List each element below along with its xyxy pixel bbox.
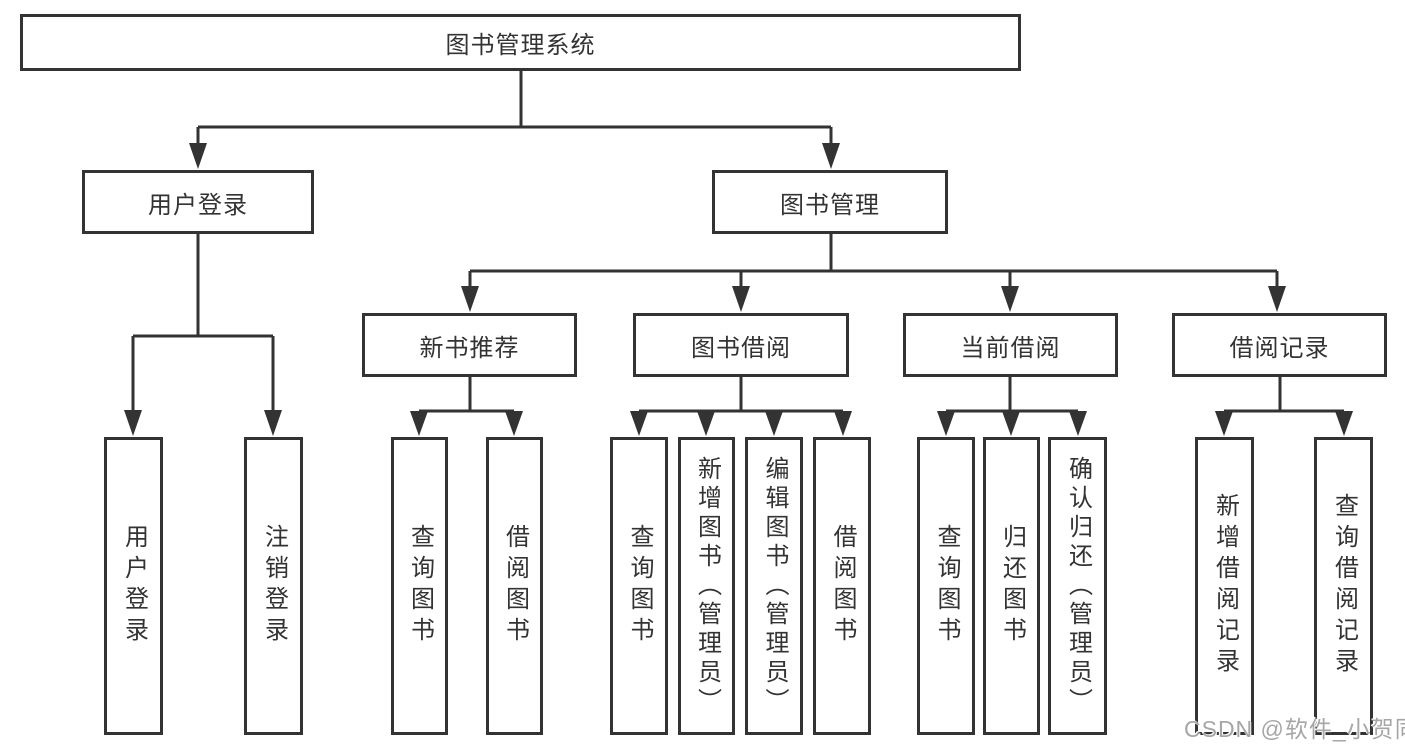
leaf-borrow-books-recommend: 借阅图书 xyxy=(486,437,543,735)
leaf-label: 新增图书（管理员） xyxy=(693,455,721,717)
node-label: 图书借阅 xyxy=(691,334,791,362)
node-label: 图书管理 xyxy=(780,191,880,219)
leaf-query-books-recommend: 查询图书 xyxy=(391,437,448,735)
leaf-label: 用户登录 xyxy=(120,524,148,648)
leaf-label: 查询借阅记录 xyxy=(1330,493,1358,679)
leaf-query-books-current: 查询图书 xyxy=(917,437,975,735)
leaf-label: 编辑图书（管理员） xyxy=(761,455,788,717)
node-library-management-system: 图书管理系统 xyxy=(20,14,1021,71)
leaf-label: 借阅图书 xyxy=(501,524,529,648)
leaf-edit-book-admin: 编辑图书（管理员） xyxy=(745,437,803,735)
node-current-borrow: 当前借阅 xyxy=(903,313,1118,377)
leaf-label: 归还图书 xyxy=(998,524,1026,648)
node-label: 当前借阅 xyxy=(960,334,1061,362)
leaf-query-books-borrow: 查询图书 xyxy=(610,437,668,735)
leaf-logout: 注销登录 xyxy=(244,437,303,735)
leaf-user-login: 用户登录 xyxy=(104,437,163,735)
leaf-query-borrow-record: 查询借阅记录 xyxy=(1314,437,1373,735)
leaf-label: 查询图书 xyxy=(406,524,434,648)
arrowheads xyxy=(124,143,1353,436)
leaf-confirm-return-admin: 确认归还（管理员） xyxy=(1048,437,1107,735)
leaf-label: 注销登录 xyxy=(260,524,288,648)
node-label: 新书推荐 xyxy=(419,334,520,362)
node-label: 借阅记录 xyxy=(1229,334,1330,362)
leaf-label: 借阅图书 xyxy=(829,524,856,648)
node-user-login: 用户登录 xyxy=(82,170,314,234)
leaf-label: 查询图书 xyxy=(933,524,960,648)
leaf-add-borrow-record: 新增借阅记录 xyxy=(1195,437,1254,735)
leaf-add-book-admin: 新增图书（管理员） xyxy=(678,437,735,735)
leaf-borrow-books: 借阅图书 xyxy=(813,437,871,735)
leaf-label: 查询图书 xyxy=(626,524,653,648)
leaf-return-book: 归还图书 xyxy=(983,437,1040,735)
node-borrow-records: 借阅记录 xyxy=(1172,313,1387,377)
leaf-label: 确认归还（管理员） xyxy=(1064,455,1092,717)
csdn-watermark: CSDN @软件_小贺同学 xyxy=(1184,716,1405,742)
leaf-label: 新增借阅记录 xyxy=(1211,493,1239,679)
node-label: 图书管理系统 xyxy=(445,32,596,59)
node-new-book-recommend: 新书推荐 xyxy=(362,313,577,377)
node-book-management: 图书管理 xyxy=(712,170,948,234)
node-label: 用户登录 xyxy=(148,191,248,219)
node-book-borrow: 图书借阅 xyxy=(633,313,849,377)
